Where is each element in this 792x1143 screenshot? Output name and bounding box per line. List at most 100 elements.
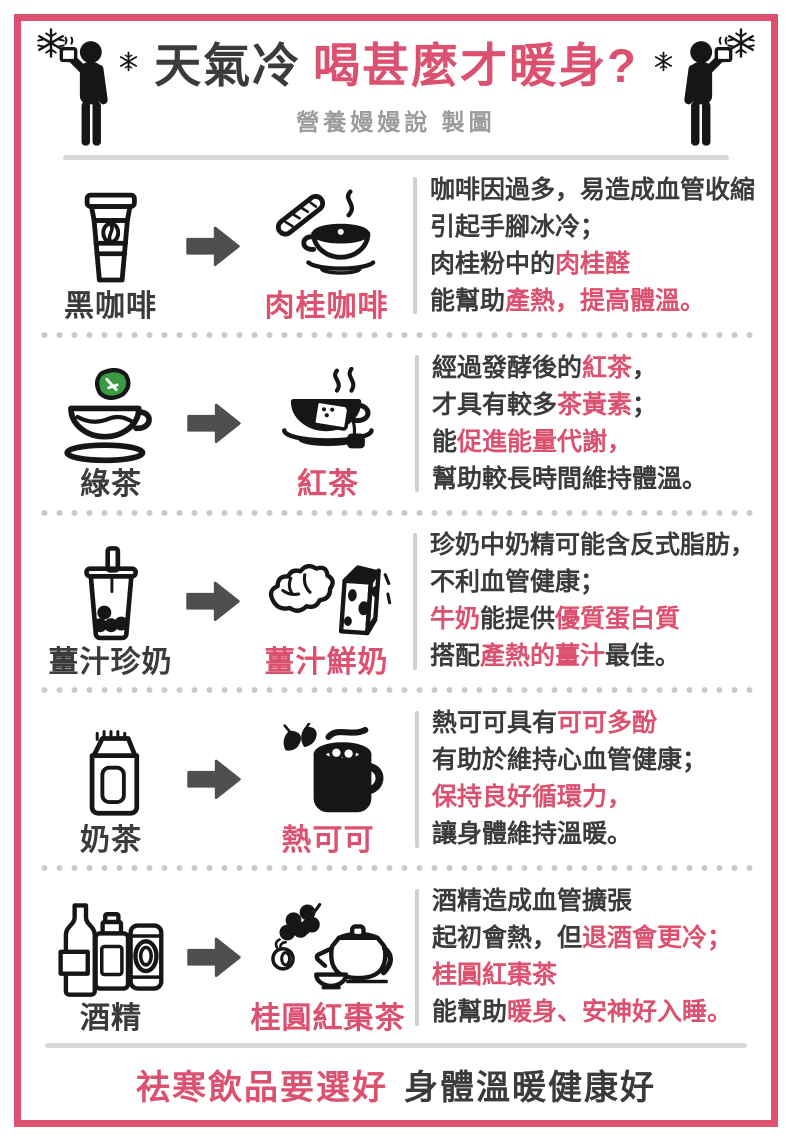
arrow-right-icon [186, 222, 244, 271]
header-divider [63, 155, 729, 160]
bad-drink-column: 酒精 [37, 875, 185, 1040]
black-tea-cup-icon [268, 364, 388, 468]
vertical-divider [412, 532, 417, 670]
text-segment: 幫助較長時間維持體溫。 [432, 464, 708, 493]
milk-carton-icon [68, 720, 154, 824]
good-drink-column: 紅茶 [247, 341, 409, 506]
row-description: 珍奶中奶精可能含反式脂肪， 不利血管健康； 牛奶能提供優質蛋白質搭配產熱的薑汁最佳。 [417, 519, 755, 684]
description-line: 能幫助產熱，提高體溫。 [430, 283, 755, 320]
dotted-separator [37, 863, 755, 874]
snowflake-icon [37, 28, 65, 58]
text-segment: 肉桂醛 [555, 249, 631, 278]
description-line: 起初會熱，但退酒會更冷； [432, 920, 755, 957]
comparison-row: 薑汁珍奶 薑汁鮮奶 珍奶中奶精可能含反式脂肪， 不利血管健康； 牛奶能提供優質蛋白質… [37, 519, 755, 684]
description-line: 牛奶能提供優質蛋白質 [430, 601, 755, 638]
text-segment: 熱可可具有 [432, 709, 558, 738]
bad-drink-label: 綠茶 [80, 468, 142, 502]
dotted-separator [37, 685, 755, 696]
description-line: 經過發酵後的紅茶， [432, 350, 755, 387]
bad-drink-label: 黑咖啡 [64, 290, 158, 324]
bad-drink-column: 薑汁珍奶 [37, 519, 184, 684]
rows-list: 黑咖啡 肉桂咖啡 咖啡因過多，易造成血管收縮引起手腳冰冷；肉桂粉中的肉桂醛能幫助… [37, 160, 755, 1041]
snowflake-icon [119, 51, 138, 72]
snowflake-icon [654, 51, 673, 72]
freezing-person-right-icon [651, 28, 755, 153]
description-line: 不利血管健康； [430, 564, 755, 601]
cinnamon-coffee-icon [269, 186, 385, 290]
text-segment: 產熱的薑汁 [480, 642, 606, 671]
text-segment: 酒精造成血管擴張 [432, 887, 633, 916]
text-segment: 能提供 [480, 605, 556, 634]
bad-drink-column: 黑咖啡 [37, 163, 184, 328]
title-highlight: 喝甚麼才暖身? [313, 39, 638, 92]
row-description: 酒精造成血管擴張起初會熱，但退酒會更冷；桂圓紅棗茶能幫助暖身、安神好入睡。 [419, 875, 755, 1040]
bad-drink-label: 酒精 [80, 1001, 142, 1035]
vertical-divider [415, 710, 419, 848]
comparison-row: 黑咖啡 肉桂咖啡 咖啡因過多，易造成血管收縮引起手腳冰冷； 肉桂粉中的肉桂醛能幫助… [37, 163, 755, 328]
snowflake-icon [727, 28, 755, 58]
text-segment: 能幫助 [432, 998, 508, 1027]
comparison-row: 奶茶 熱可可 熱可可具有可可多酚有助於維持心血管健康； 保持良好循環力， 讓身體維持… [37, 697, 755, 862]
arrow-right-icon [187, 755, 245, 804]
text-segment: ， [632, 353, 658, 382]
vertical-divider [412, 177, 417, 315]
text-segment: 有助於維持心血管健康； [432, 746, 708, 775]
text-segment: 咖啡因過多，易造成血管收縮 [429, 175, 755, 204]
description-line: 熱可可具有可可多酚 [432, 705, 755, 742]
freezing-person-left-icon [37, 28, 141, 153]
text-segment: 珍奶中奶精可能含反式脂肪， [429, 531, 755, 560]
page-title: 天氣冷喝甚麼才暖身? [141, 39, 651, 93]
comparison-row: 綠茶 紅茶 經過發酵後的紅茶，才具有較多茶黃素；能促進能量代謝，幫助較長時間維持… [37, 341, 755, 506]
text-segment: 能 [432, 427, 458, 456]
row-description: 熱可可具有可可多酚有助於維持心血管健康； 保持良好循環力， 讓身體維持溫暖。 [419, 697, 755, 862]
green-tea-cup-icon [54, 364, 167, 468]
hot-cocoa-mug-icon [269, 720, 386, 824]
description-line: 才具有較多茶黃素； [432, 387, 755, 424]
bad-drink-label: 奶茶 [80, 823, 142, 857]
text-segment: ； [632, 390, 658, 419]
vertical-divider [415, 888, 419, 1026]
text-segment: 才具有較多 [432, 390, 558, 419]
description-line: 桂圓紅棗茶 [432, 957, 755, 994]
footer-slogan-highlight: 祛寒飲品要選好 [136, 1068, 388, 1107]
text-segment: 起初會熱，但 [432, 924, 583, 953]
alcohol-bottles-icon [51, 898, 172, 1002]
text-segment: 能幫助 [429, 286, 505, 315]
description-line: 搭配產熱的薑汁最佳。 [430, 638, 755, 675]
text-segment: 不利血管健康； [429, 568, 605, 597]
longan-jujube-tea-icon [262, 898, 394, 1002]
infographic-frame: 天氣冷喝甚麼才暖身? 營養嫚嫚說 製圖 [14, 14, 778, 1127]
arrow-right-icon [187, 933, 245, 982]
description-line: 酒精造成血管擴張 [432, 883, 755, 920]
bubble-tea-cup-icon [68, 542, 152, 646]
good-drink-label: 薑汁鮮奶 [264, 645, 389, 679]
row-description: 咖啡因過多，易造成血管收縮引起手腳冰冷； 肉桂粉中的肉桂醛能幫助產熱，提高體溫。 [417, 163, 755, 328]
vertical-divider [415, 355, 419, 493]
footer-slogan: 祛寒飲品要選好 身體溫暖健康好 [37, 1048, 755, 1120]
header: 天氣冷喝甚麼才暖身? 營養嫚嫚說 製圖 [37, 21, 755, 151]
text-segment: 保持良好循環力， [432, 783, 633, 812]
good-drink-label: 肉桂咖啡 [264, 290, 389, 324]
dotted-separator [37, 329, 755, 340]
text-segment: 引起手腳冰冷； [429, 212, 605, 241]
arrow-right-icon [187, 399, 245, 448]
dotted-separator [37, 507, 755, 518]
comparison-row: 酒精 桂圓紅棗茶 酒精造成血管擴張起初會熱，但退酒會更冷；桂圓紅棗茶能幫助暖身、… [37, 875, 755, 1040]
good-drink-label: 紅茶 [297, 468, 359, 502]
text-segment: 紅茶 [582, 353, 633, 382]
footer-divider [45, 1043, 747, 1048]
text-segment: 最佳。 [605, 642, 681, 671]
text-segment: 可可多酚 [557, 709, 658, 738]
description-line: 幫助較長時間維持體溫。 [432, 461, 755, 498]
title-block: 天氣冷喝甚麼才暖身? 營養嫚嫚說 製圖 [141, 31, 651, 137]
text-segment: 經過發酵後的 [432, 353, 583, 382]
text-segment: 肉桂粉中的 [429, 249, 555, 278]
text-segment: 暖身、安神好入睡。 [507, 998, 733, 1027]
good-drink-label: 熱可可 [281, 823, 375, 857]
text-segment: 讓身體維持溫暖。 [432, 820, 633, 849]
description-line: 咖啡因過多，易造成血管收縮 [430, 172, 755, 209]
text-segment: 退酒會更冷； [582, 924, 733, 953]
credit-line: 營養嫚嫚說 製圖 [296, 109, 496, 136]
ginger-and-milk-carton-icon [261, 542, 392, 646]
good-drink-column: 熱可可 [247, 697, 409, 862]
